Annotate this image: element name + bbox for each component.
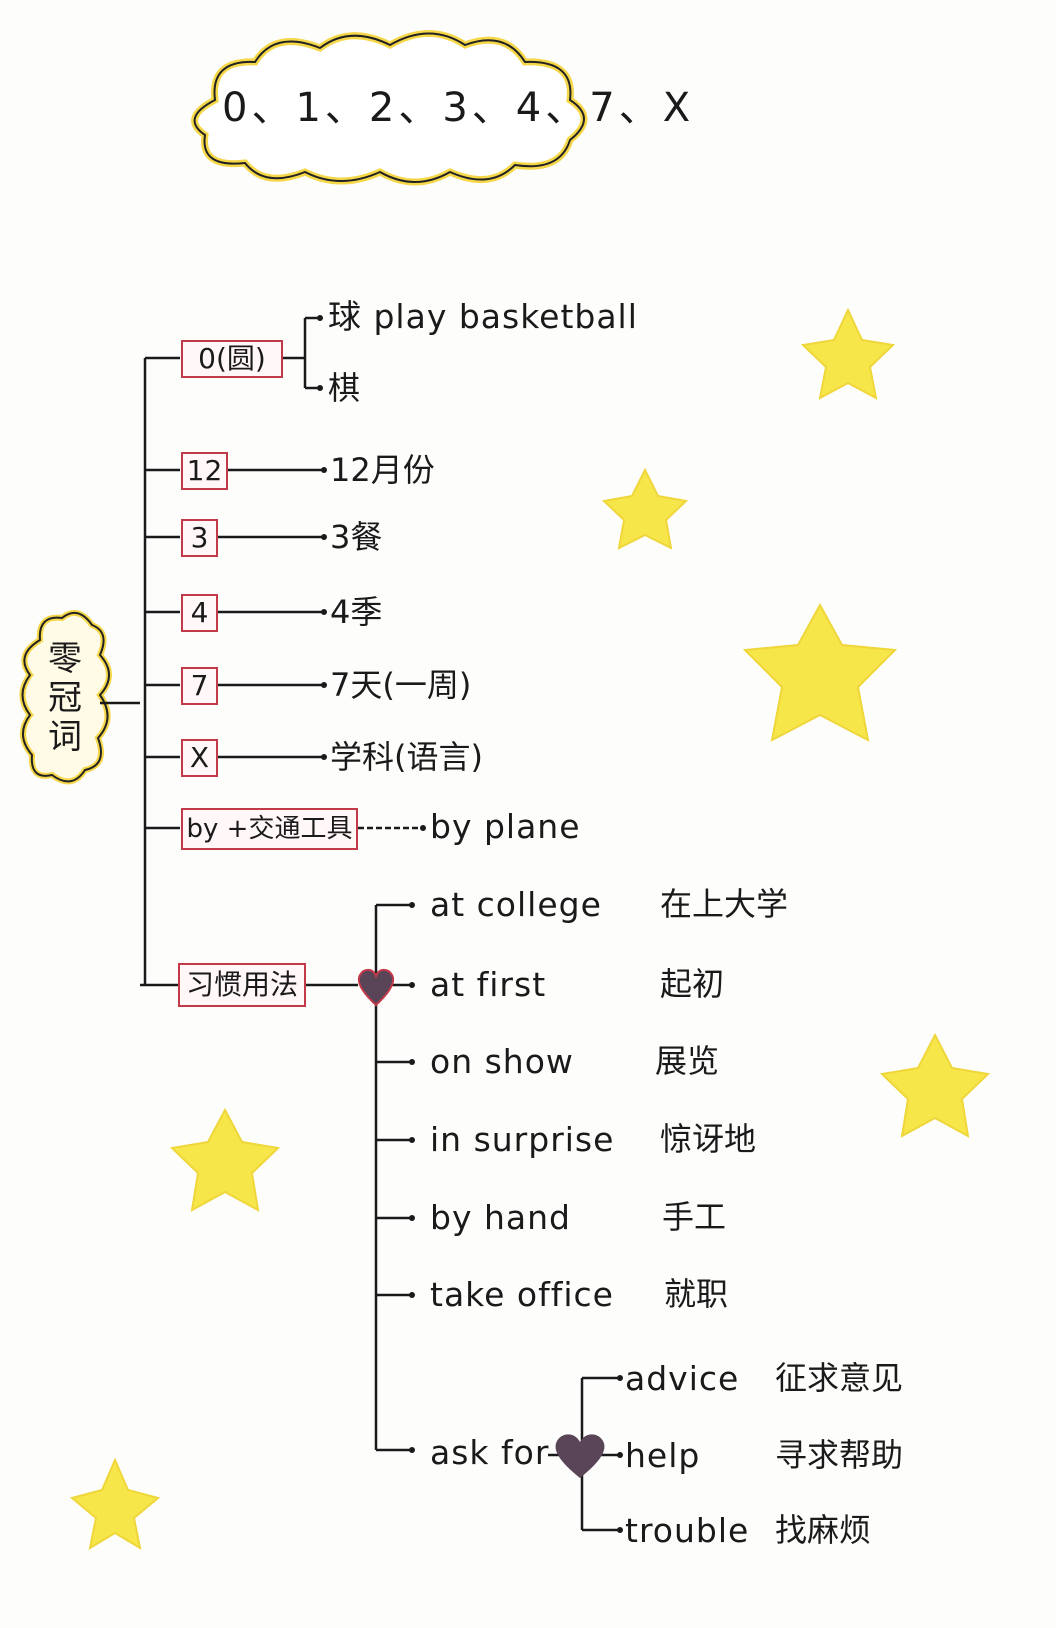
branch-box-idioms: 习惯用法 — [178, 963, 306, 1007]
idiom-zh: 手工 — [662, 1198, 727, 1236]
idiom-en: in surprise — [430, 1120, 615, 1159]
idiom-en: at first — [430, 965, 547, 1004]
star-icon — [800, 307, 896, 400]
branch-box-by-transport: by +交通工具 — [181, 808, 358, 850]
star-icon — [601, 467, 689, 550]
ask-for-zh: 寻求帮助 — [775, 1436, 904, 1474]
branch-box-zero: 0(圆) — [181, 340, 283, 378]
branch-box-three: 3 — [181, 519, 218, 557]
idiom-ask-for: ask for — [430, 1433, 550, 1472]
leaf-week: 7天(一周) — [330, 666, 472, 704]
leaf-subjects: 学科(语言) — [330, 738, 483, 776]
branch-box-seven: 7 — [181, 667, 218, 705]
idiom-en: on show — [430, 1042, 574, 1081]
root-label: 零 冠 词 — [45, 639, 85, 758]
leaf-months: 12月份 — [330, 451, 435, 489]
leaf-seasons: 4季 — [330, 593, 383, 631]
idiom-zh: 在上大学 — [660, 885, 789, 923]
idiom-en: by hand — [430, 1198, 571, 1237]
idiom-en: take office — [430, 1275, 614, 1314]
header-numbers: 0、1、2、3、4、7、X — [222, 85, 695, 131]
idiom-zh: 展览 — [655, 1042, 720, 1080]
ask-for-en: trouble — [625, 1511, 750, 1550]
star-icon — [879, 1032, 991, 1138]
branch-box-four: 4 — [181, 594, 218, 632]
idiom-zh: 就职 — [664, 1275, 729, 1313]
star-icon — [742, 602, 898, 742]
leaf-by-plane: by plane — [430, 807, 581, 846]
heart-icon — [357, 968, 395, 1007]
branch-box-twelve: 12 — [181, 452, 228, 490]
ask-for-en: help — [625, 1436, 701, 1475]
root-glyph: 零 — [48, 639, 82, 679]
star-icon — [69, 1457, 161, 1551]
leaf-meals: 3餐 — [330, 518, 383, 556]
heart-icon — [555, 1434, 605, 1478]
ask-for-zh: 找麻烦 — [775, 1511, 872, 1549]
leaf-chess: 棋 — [328, 369, 361, 407]
ask-for-zh: 征求意见 — [775, 1359, 904, 1397]
idiom-zh: 起初 — [660, 965, 725, 1003]
leaf-ball: 球 play basketball — [328, 297, 638, 336]
branch-box-x: X — [181, 739, 218, 777]
idiom-en: at college — [430, 885, 602, 924]
star-icon — [169, 1107, 281, 1212]
root-glyph: 冠 — [48, 678, 82, 719]
ask-for-en: advice — [625, 1359, 740, 1398]
root-glyph: 词 — [48, 717, 82, 758]
idiom-zh: 惊讶地 — [660, 1120, 757, 1158]
